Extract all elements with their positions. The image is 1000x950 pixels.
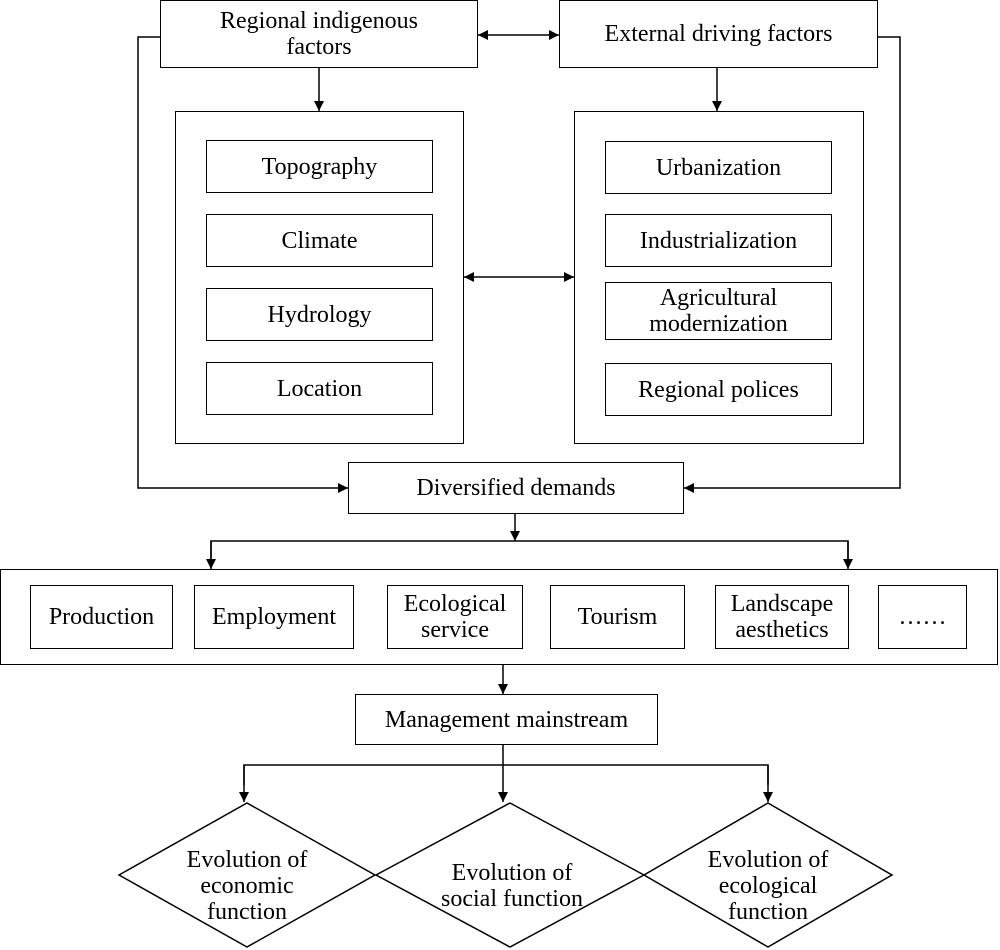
external-driving-factors-label: External driving factors [604,21,833,47]
indigenous-item-location [206,362,433,415]
diversified-demands-box [348,462,684,514]
demand-label: Production [48,604,155,630]
external-item-label: Urbanization [655,154,782,181]
external-item-urbanization [605,141,832,194]
branch-management [243,764,769,785]
branch-demands [210,540,849,562]
demand-production [30,585,173,649]
evolution-ecological-label: Evolution of ecological function [707,847,829,925]
management-mainstream-label: Management mainstream [384,706,629,733]
arrow-external-to-demands [684,36,901,493]
demand-more [878,585,967,649]
external-item-regional-polices [605,363,832,416]
indigenous-item-label: Location [276,375,363,402]
indigenous-item-topography [206,140,433,193]
external-item-label: Agricultural modernization [649,285,788,337]
diversified-demands-label: Diversified demands [416,475,616,501]
regional-indigenous-factors-box [160,0,478,68]
demand-label: Landscape aesthetics [730,591,834,643]
indigenous-item-label: Topography [261,153,378,180]
indigenous-item-climate [206,214,433,267]
demand-label: Ecological service [403,591,507,643]
external-item-label: Industrialization [639,227,798,254]
management-mainstream-box [355,694,658,745]
external-item-agricultural-modernization [605,282,832,340]
external-item-industrialization [605,214,832,267]
regional-indigenous-factors-label: Regional indigenous factors [220,8,418,60]
indigenous-item-label: Climate [281,227,358,254]
demand-label: Employment [212,604,336,630]
demand-label: …… [898,604,947,630]
demand-ecological-service [387,585,523,649]
demand-landscape-aesthetics [715,585,849,649]
demand-label: Tourism [577,604,658,630]
evolution-social-label: Evolution of social function [441,860,583,912]
arrow-regional-to-demands [137,36,348,493]
diamond-economic [117,802,377,948]
demand-employment [194,585,354,649]
demand-tourism [550,585,685,649]
evolution-economic-label: Evolution of economic function [186,847,308,925]
indigenous-item-label: Hydrology [267,301,372,328]
external-item-label: Regional polices [638,376,799,403]
diamond-social [374,802,646,948]
indigenous-item-hydrology [206,288,433,341]
external-driving-factors-box [559,0,878,68]
diamond-ecological [642,802,894,948]
